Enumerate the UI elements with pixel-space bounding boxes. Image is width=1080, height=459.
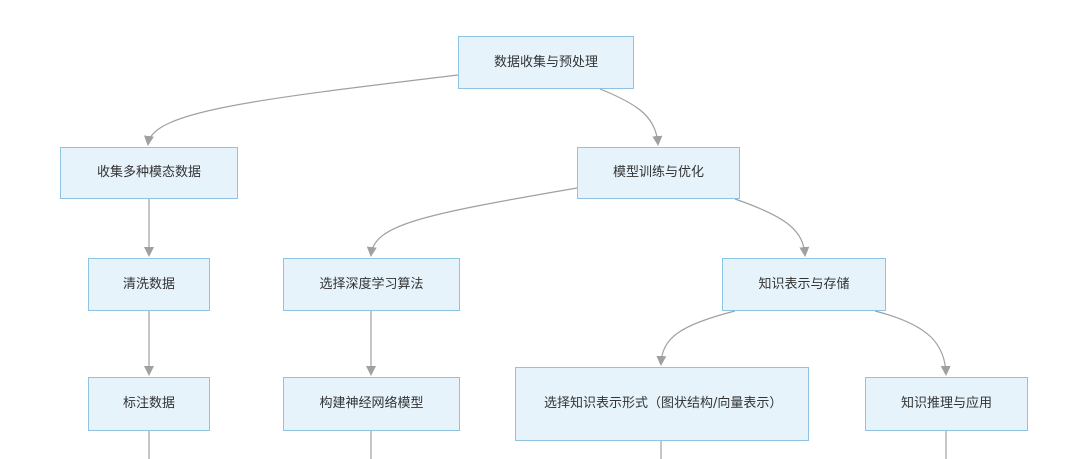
- edge-repr-to-form: [656, 310, 736, 366]
- node-label: 选择深度学习算法: [319, 276, 424, 292]
- node-select-dl-algorithm: 选择深度学习算法: [283, 258, 460, 311]
- node-knowledge-inference-application: 知识推理与应用: [865, 377, 1028, 431]
- node-annotate-data: 标注数据: [88, 377, 210, 431]
- node-label: 模型训练与优化: [612, 165, 704, 180]
- node-label: 收集多种模态数据: [96, 165, 201, 180]
- node-clean-data: 清洗数据: [88, 258, 210, 311]
- node-label: 数据收集与预处理: [493, 54, 598, 70]
- node-collect-multimodal-data: 收集多种模态数据: [60, 147, 238, 199]
- node-label: 选择知识表示形式（图状结构/向量表示）: [544, 396, 783, 411]
- node-label: 清洗数据: [122, 276, 175, 292]
- edge-repr-to-infer: [874, 310, 951, 376]
- node-model-training-optimization: 模型训练与优化: [577, 147, 740, 199]
- edge-train-to-repr: [734, 198, 810, 257]
- node-data-collection-preprocessing: 数据收集与预处理: [458, 36, 634, 89]
- node-label: 知识推理与应用: [900, 396, 992, 411]
- node-label: 标注数据: [122, 396, 175, 411]
- edge-root-to-train: [599, 88, 663, 146]
- node-knowledge-representation-storage: 知识表示与存储: [722, 258, 886, 311]
- node-label: 构建神经网络模型: [319, 396, 424, 411]
- edge-train-to-algo: [366, 187, 578, 257]
- node-select-representation-form: 选择知识表示形式（图状结构/向量表示）: [515, 367, 809, 441]
- edge-root-to-collect: [144, 74, 459, 146]
- node-build-neural-network: 构建神经网络模型: [283, 377, 460, 431]
- node-label: 知识表示与存储: [758, 276, 850, 292]
